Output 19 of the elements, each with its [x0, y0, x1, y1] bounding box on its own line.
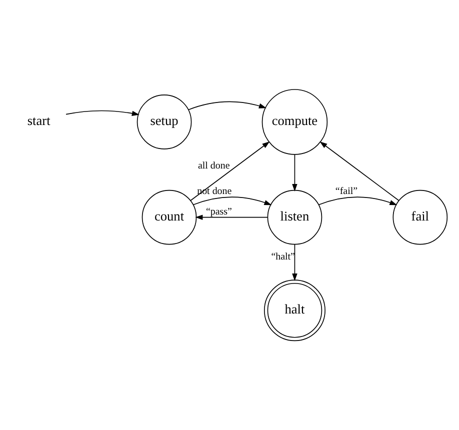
arrow [192, 196, 272, 206]
node-text: start [27, 113, 50, 128]
arrow [190, 141, 270, 201]
arrow [195, 214, 268, 220]
node-circle: count [142, 190, 197, 245]
arrow [66, 110, 140, 116]
edge-label: “fail” [335, 186, 358, 198]
node-circle: listen [267, 190, 322, 245]
node-circle: fail [392, 190, 448, 245]
arrow [318, 196, 398, 206]
arrow [320, 141, 400, 201]
arrow [188, 101, 266, 110]
arrow [292, 154, 298, 192]
node-circle: halt [264, 280, 326, 342]
edge-label: “halt” [271, 251, 295, 262]
edge-label: “pass” [206, 206, 232, 218]
node-circle: setup [136, 94, 192, 150]
arrow [292, 244, 298, 282]
edge-label: all done [198, 160, 230, 172]
